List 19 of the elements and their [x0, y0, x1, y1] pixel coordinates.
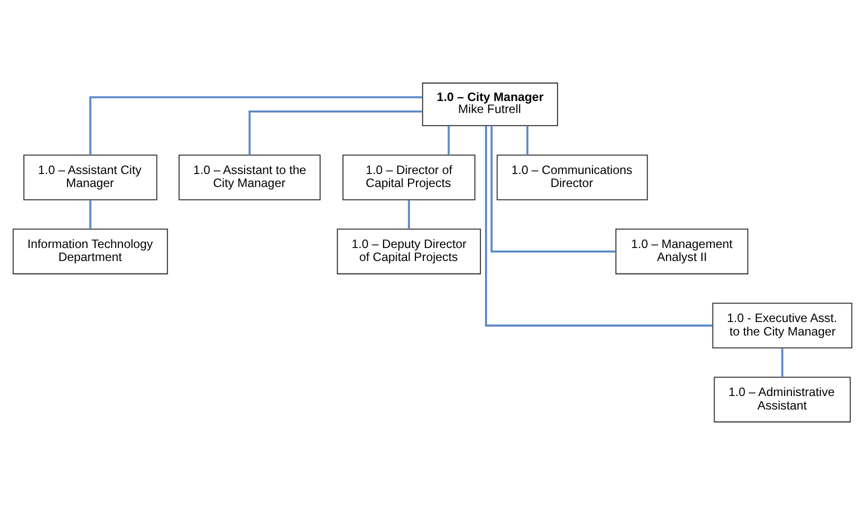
- node-box: 1.0 – Communications Director: [496, 154, 648, 200]
- connector: [248, 110, 422, 156]
- connector: [89, 200, 92, 229]
- node-box: 1.0 – City Manager Mike Futrell: [422, 82, 558, 126]
- node-box: Information Technology Department: [12, 228, 168, 274]
- node-box: 1.0 – Assistant City Manager: [23, 154, 158, 200]
- connector: [490, 126, 616, 252]
- node-box: 1.0 – Deputy Director of Capital Projects: [336, 228, 481, 274]
- connector: [781, 348, 784, 378]
- node-box: 1.0 - Executive Asst. to the City Manager: [712, 302, 852, 348]
- connector: [485, 126, 712, 327]
- connector: [89, 96, 422, 156]
- node-box: 1.0 – Assistant to the City Manager: [178, 154, 321, 200]
- node-box: 1.0 – Management Analyst II: [615, 228, 748, 274]
- connector: [526, 126, 528, 156]
- connector: [408, 200, 410, 229]
- node-box: 1.0 – Director of Capital Projects: [342, 154, 476, 200]
- node-box: 1.0 – Administrative Assistant: [714, 376, 851, 422]
- connector: [448, 126, 450, 156]
